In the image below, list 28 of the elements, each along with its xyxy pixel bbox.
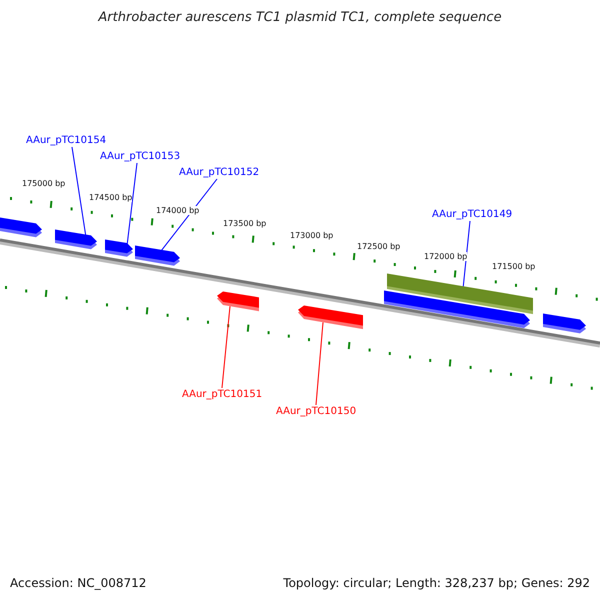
gene-label: AAur_pTC10150 (276, 406, 356, 417)
summary-text: Topology: circular; Length: 328,237 bp; Genes: 292 (283, 576, 590, 590)
gene-feature (543, 316, 586, 334)
gene-label: AAur_pTC10153 (100, 151, 180, 162)
position-label: 175000 bp (22, 179, 66, 188)
position-label: 171500 bp (492, 262, 536, 271)
gene-feature (298, 308, 363, 330)
gene-feature (105, 242, 133, 257)
leader-line (222, 306, 230, 388)
position-label: 174500 bp (89, 193, 132, 202)
position-label: 174000 bp (156, 206, 200, 215)
gene-label: AAur_pTC10151 (182, 389, 262, 400)
position-label: 173000 bp (290, 231, 334, 240)
gene-feature (0, 220, 42, 238)
accession-text: Accession: NC_008712 (10, 576, 146, 590)
position-label: 173500 bp (223, 219, 266, 228)
gene-feature (217, 294, 259, 312)
gene-label: AAur_pTC10149 (432, 209, 512, 220)
leader-line (160, 178, 218, 253)
gene-feature (384, 293, 530, 328)
leader-line (316, 322, 324, 406)
gene-feature (135, 248, 180, 266)
position-label: 172500 bp (357, 242, 400, 251)
title: Arthrobacter aurescens TC1 plasmid TC1, complete sequence (96, 10, 503, 25)
gene-feature (55, 232, 97, 250)
position-label: 172000 bp (424, 252, 468, 261)
gene-label: AAur_pTC10152 (179, 167, 260, 178)
gene-label: AAur_pTC10154 (26, 135, 106, 146)
